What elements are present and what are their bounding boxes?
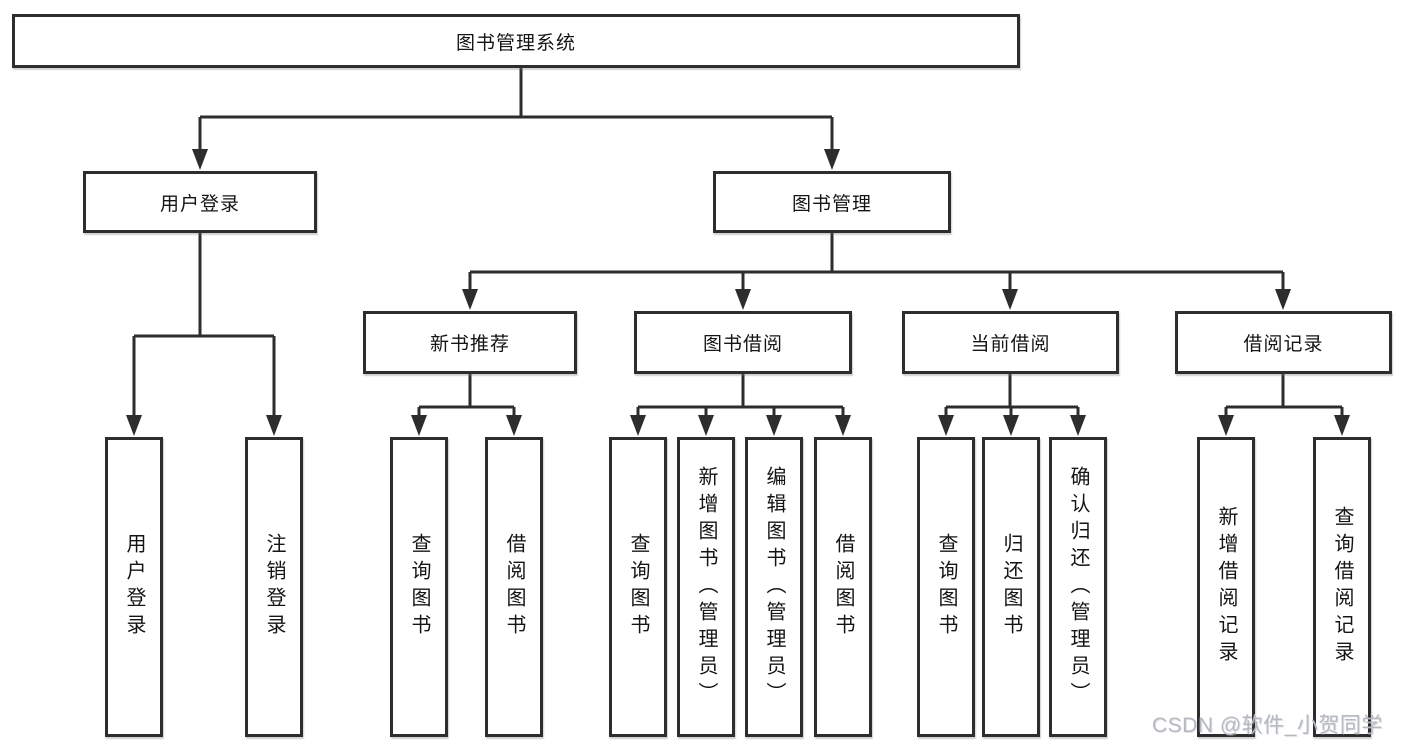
node-borrow-records: 借阅记录	[1175, 311, 1392, 374]
node-leaf-user-login-label: 用户登录	[123, 533, 145, 641]
node-leaf-query-books-current: 查询图书	[917, 437, 975, 737]
node-leaf-add-book-admin-label: 新增图书（管理员）	[695, 465, 717, 709]
node-leaf-borrow-books-recommend: 借阅图书	[485, 437, 543, 737]
node-borrow-records-label: 借阅记录	[1243, 334, 1324, 355]
node-book-management-module: 图书管理	[713, 171, 951, 233]
node-leaf-return-book: 归还图书	[982, 437, 1040, 737]
node-leaf-edit-book-admin-label: 编辑图书（管理员）	[763, 465, 785, 709]
node-book-borrowing-label: 图书借阅	[702, 334, 783, 355]
node-user-login-module-label: 用户登录	[159, 193, 240, 215]
node-leaf-edit-book-admin: 编辑图书（管理员）	[745, 437, 803, 737]
node-leaf-borrow-books-label: 借阅图书	[832, 533, 854, 641]
node-current-borrowing-label: 当前借阅	[970, 334, 1051, 355]
watermark: CSDN @软件_小贺同学	[1152, 714, 1383, 737]
node-leaf-user-login: 用户登录	[105, 437, 163, 737]
node-leaf-borrow-books: 借阅图书	[814, 437, 872, 737]
node-book-management-module-label: 图书管理	[791, 193, 872, 215]
node-leaf-logout-label: 注销登录	[263, 533, 285, 641]
node-user-login-module: 用户登录	[83, 171, 317, 233]
node-leaf-query-borrow-record: 查询借阅记录	[1313, 437, 1371, 737]
node-leaf-return-book-label: 归还图书	[1000, 533, 1022, 641]
node-leaf-add-book-admin: 新增图书（管理员）	[677, 437, 735, 737]
node-leaf-query-books-borrowing-label: 查询图书	[627, 533, 649, 641]
node-leaf-query-books-recommend: 查询图书	[390, 437, 448, 737]
node-root-system: 图书管理系统	[12, 14, 1020, 68]
node-leaf-confirm-return-admin: 确认归还（管理员）	[1049, 437, 1107, 737]
node-leaf-confirm-return-admin-label: 确认归还（管理员）	[1067, 465, 1089, 709]
node-new-book-recommend-label: 新书推荐	[429, 334, 510, 355]
node-book-borrowing: 图书借阅	[634, 311, 852, 374]
node-new-book-recommend: 新书推荐	[363, 311, 577, 374]
node-leaf-query-books-recommend-label: 查询图书	[408, 533, 430, 641]
node-current-borrowing: 当前借阅	[902, 311, 1119, 374]
node-leaf-query-books-current-label: 查询图书	[935, 533, 957, 641]
node-leaf-query-borrow-record-label: 查询借阅记录	[1331, 506, 1353, 668]
node-leaf-logout: 注销登录	[245, 437, 303, 737]
node-leaf-borrow-books-recommend-label: 借阅图书	[503, 533, 525, 641]
node-leaf-add-borrow-record-label: 新增借阅记录	[1215, 506, 1237, 668]
node-root-label: 图书管理系统	[455, 32, 576, 54]
node-leaf-add-borrow-record: 新增借阅记录	[1197, 437, 1255, 737]
node-leaf-query-books-borrowing: 查询图书	[609, 437, 667, 737]
